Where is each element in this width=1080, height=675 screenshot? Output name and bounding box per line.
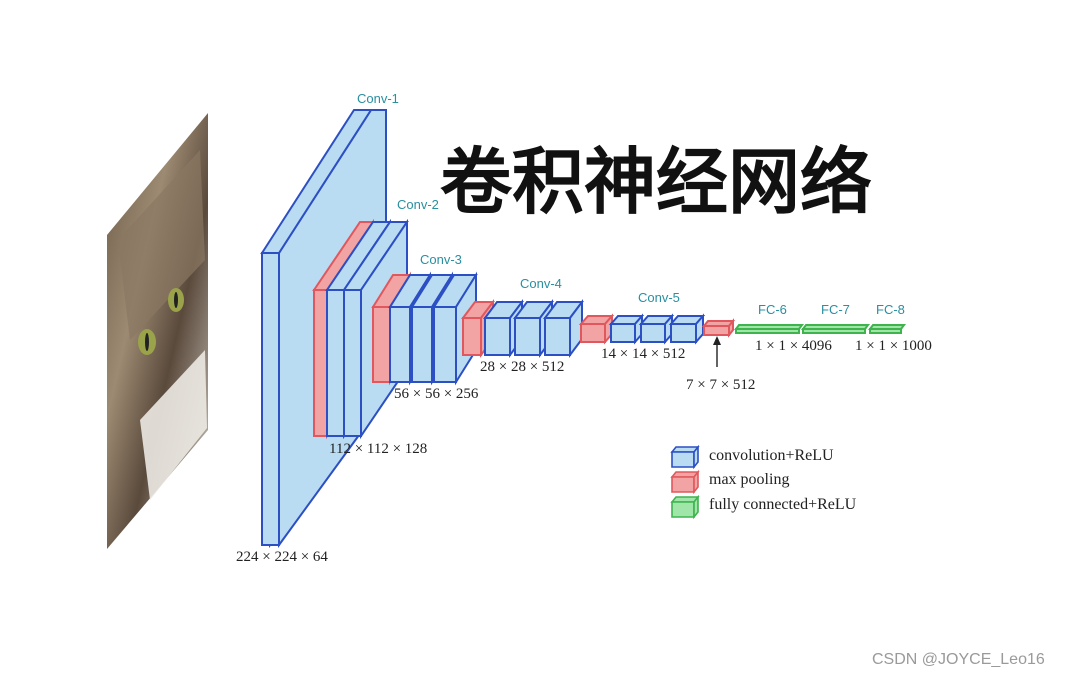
fc7-block [801,324,870,334]
conv5-dims: 14 × 14 × 512 [601,346,685,362]
pool5-arrow [713,336,721,367]
conv3-label: Conv-3 [420,252,462,267]
legend-fc-swatch [670,494,700,520]
legend-pool-label: max pooling [709,471,789,488]
conv5-label: Conv-5 [638,290,680,305]
diagram-title: 卷积神经网络 [440,140,872,224]
conv4-dims: 28 × 28 × 512 [480,359,564,375]
conv4-block [461,299,584,358]
input-cat-image [107,113,208,549]
conv3-dims: 56 × 56 × 256 [394,386,479,402]
legend-fc-label: fully connected+ReLU [709,496,857,513]
conv1-dims: 224 × 224 × 64 [236,549,328,565]
legend-conv-swatch [670,444,700,470]
conv4-label: Conv-4 [520,276,562,291]
legend: convolution+ReLU max pooling fully conne… [670,444,857,520]
conv2-dims: 112 × 112 × 128 [329,441,427,457]
fc8-label: FC-8 [876,302,905,317]
conv5-block [578,313,736,345]
fc8-dims: 1 × 1 × 1000 [855,338,932,354]
pool5-dims: 7 × 7 × 512 [686,377,755,393]
watermark: CSDN @JOYCE_Leo16 [872,651,1045,668]
fc6-label: FC-6 [758,302,787,317]
conv1-label: Conv-1 [357,91,399,106]
fc6-block [734,324,804,334]
conv3-block [371,271,478,386]
conv2-label: Conv-2 [397,197,439,212]
fc7-dims: 1 × 1 × 4096 [755,338,832,354]
fc7-label: FC-7 [821,302,850,317]
fc8-block [868,324,906,334]
legend-pool-swatch [670,469,700,495]
legend-conv-label: convolution+ReLU [709,447,834,464]
